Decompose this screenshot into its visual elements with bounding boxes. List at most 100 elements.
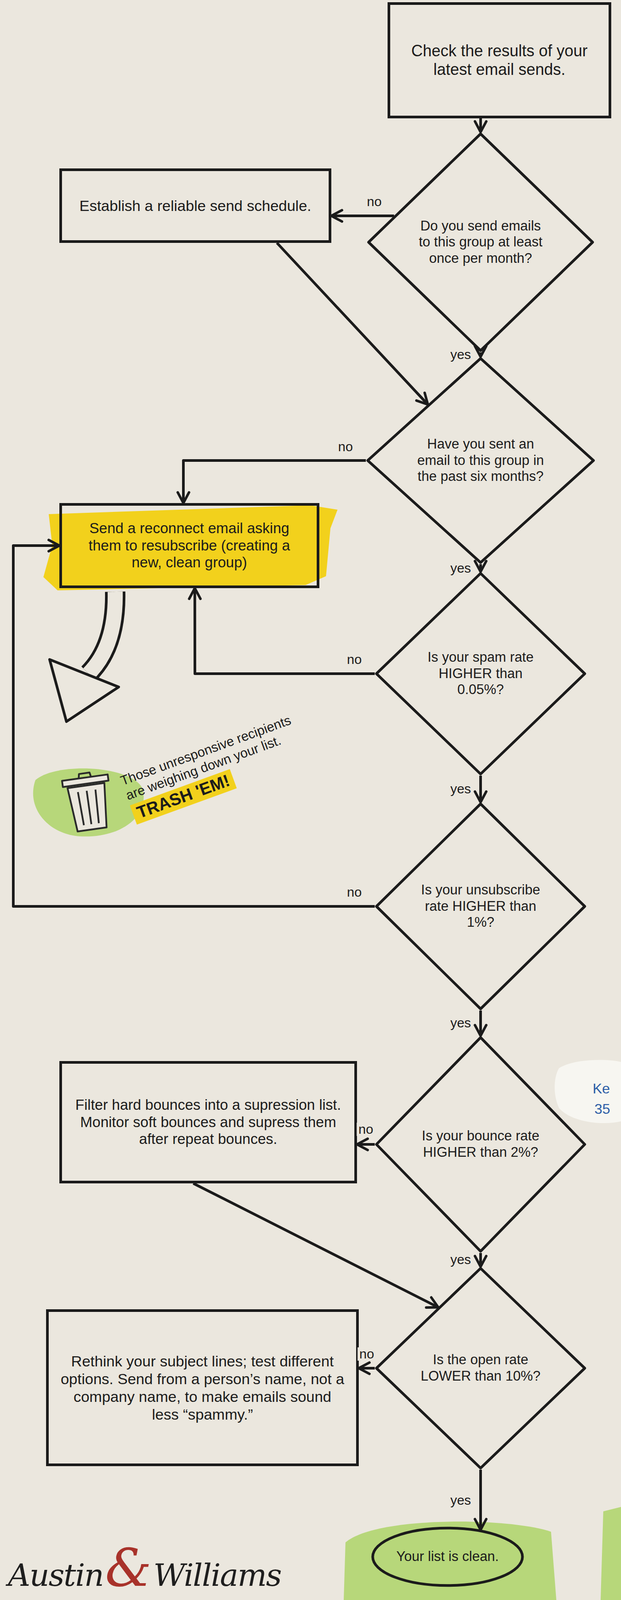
decision-diamond: Is your bounce rate HIGHER than 2%?: [374, 1035, 587, 1253]
node-text-group: Establish a reliable send schedule.: [79, 196, 312, 215]
flow-arrow: [13, 545, 375, 906]
diamond-shape: [376, 1036, 585, 1251]
edge-label: no: [364, 194, 384, 209]
ellipse-shape: [372, 1527, 523, 1585]
node-text-group: Send a reconnect email asking them to re…: [71, 519, 307, 572]
diamond-shape: [376, 573, 585, 774]
node-text-group: Have you sent an email to this group in …: [409, 435, 552, 485]
decision-diamond: Do you send emails to this group at leas…: [366, 131, 595, 353]
diamond-outline: [374, 571, 587, 776]
node-text: Is your bounce rate HIGHER than 2%?: [418, 1127, 543, 1160]
diamond-shape: [367, 358, 594, 563]
node-text: Is the open rate LOWER than 10%?: [418, 1350, 543, 1384]
green-brush: [343, 1520, 557, 1600]
node-text-group: Is your spam rate HIGHER than 0.05%?: [418, 648, 543, 698]
flow-arrow: [479, 118, 482, 132]
edge-label: no: [345, 652, 364, 666]
hollow-arrow-head: [49, 659, 119, 722]
node-text-group: Is your unsubscribe rate HIGHER than 1%?: [418, 881, 543, 931]
edge-label: yes: [448, 1492, 474, 1506]
callout-group: Those unresponsive recipients are weighi…: [118, 706, 321, 824]
edge-label: no: [345, 884, 364, 899]
diamond-shape: [368, 133, 593, 351]
logo-ampersand: &: [104, 1536, 152, 1598]
side-note-paper: [554, 1059, 621, 1123]
trash-ribs: [77, 789, 101, 826]
flow-arrow: [193, 1182, 439, 1307]
side-note-text: Ke: [592, 1080, 610, 1095]
node-text: Rethink your subject lines; test differe…: [58, 1351, 347, 1423]
callout-note: Those unresponsive recipients are weighi…: [118, 706, 313, 803]
node-text: Do you send emails to this group at leas…: [414, 217, 548, 267]
callout-shout: TRASH 'EM!: [129, 768, 237, 824]
process-box: Establish a reliable send schedule.: [59, 168, 332, 243]
diamond-outline: [365, 356, 596, 564]
node-text-group: Is the open rate LOWER than 10%?: [418, 1350, 543, 1384]
diamond-outline: [374, 1265, 587, 1469]
edge-label: yes: [448, 561, 474, 575]
edge-label: no: [357, 1346, 376, 1360]
logo-word: Williams: [153, 1556, 281, 1593]
decision-diamond: Is your spam rate HIGHER than 0.05%?: [374, 571, 587, 776]
trash-body: [67, 782, 111, 832]
flow-arrow: [479, 1252, 482, 1266]
edge-label: no: [356, 1121, 375, 1136]
node-text: Filter hard bounces into a supression li…: [71, 1095, 345, 1148]
ellipse-outline: [371, 1525, 524, 1586]
node-text-group: Is your bounce rate HIGHER than 2%?: [418, 1127, 543, 1160]
node-text-group: Your list is clean.: [376, 1547, 519, 1565]
edge-label: yes: [448, 1015, 474, 1029]
diamond-shape: [376, 803, 585, 1009]
diamond-outline: [374, 801, 587, 1010]
node-text-group: Check the results of your latest email s…: [399, 41, 599, 80]
logo-word: Austin: [7, 1556, 104, 1593]
trash-handle: [77, 772, 91, 779]
node-text-group: Rethink your subject lines; test differe…: [58, 1351, 347, 1423]
process-box: Send a reconnect email asking them to re…: [59, 502, 320, 588]
edge-label: yes: [448, 781, 474, 796]
decision-diamond: Is your unsubscribe rate HIGHER than 1%?: [374, 801, 587, 1010]
flow-arrow: [183, 460, 366, 503]
diamond-outline: [366, 131, 595, 353]
edge-label: no: [336, 439, 355, 454]
hollow-arrow-outline: [88, 591, 116, 674]
flow-arrow: [479, 563, 482, 572]
node-text-group: Filter hard bounces into a supression li…: [71, 1095, 345, 1148]
node-text: Is your unsubscribe rate HIGHER than 1%?: [418, 881, 543, 931]
trash-lid: [62, 773, 109, 787]
process-box: Filter hard bounces into a supression li…: [59, 1060, 358, 1183]
flow-arrow: [479, 1009, 482, 1036]
decision-diamond: Have you sent an email to this group in …: [365, 356, 596, 564]
trash-can-icon: [61, 769, 116, 832]
node-text: Establish a reliable send schedule.: [79, 196, 312, 215]
flow-arrow: [479, 775, 482, 802]
flow-arrow: [357, 1142, 375, 1145]
node-text: Is your spam rate HIGHER than 0.05%?: [418, 648, 543, 698]
flow-arrow: [331, 214, 395, 218]
flow-arrow: [276, 242, 428, 405]
decision-diamond: Is the open rate LOWER than 10%?: [374, 1265, 587, 1469]
green-brush: [600, 1505, 621, 1600]
yellow-highlight: [43, 504, 338, 590]
flow-arrow: [358, 1366, 375, 1369]
node-text-group: Do you send emails to this group at leas…: [414, 217, 548, 267]
diamond-shape: [376, 1267, 585, 1468]
process-box: Rethink your subject lines; test differe…: [46, 1308, 359, 1466]
green-brush: [33, 768, 144, 836]
node-text: Your list is clean.: [396, 1547, 499, 1565]
end-ellipse: Your list is clean.: [371, 1525, 524, 1586]
node-text: Have you sent an email to this group in …: [409, 435, 552, 485]
edge-label: yes: [448, 347, 474, 361]
side-note-text: 35: [594, 1101, 611, 1116]
hollow-arrow-fill: [88, 591, 116, 674]
node-text: Check the results of your latest email s…: [399, 41, 599, 80]
node-text: Send a reconnect email asking them to re…: [71, 519, 307, 572]
edge-label: yes: [448, 1252, 474, 1266]
flow-arrow: [479, 352, 482, 357]
